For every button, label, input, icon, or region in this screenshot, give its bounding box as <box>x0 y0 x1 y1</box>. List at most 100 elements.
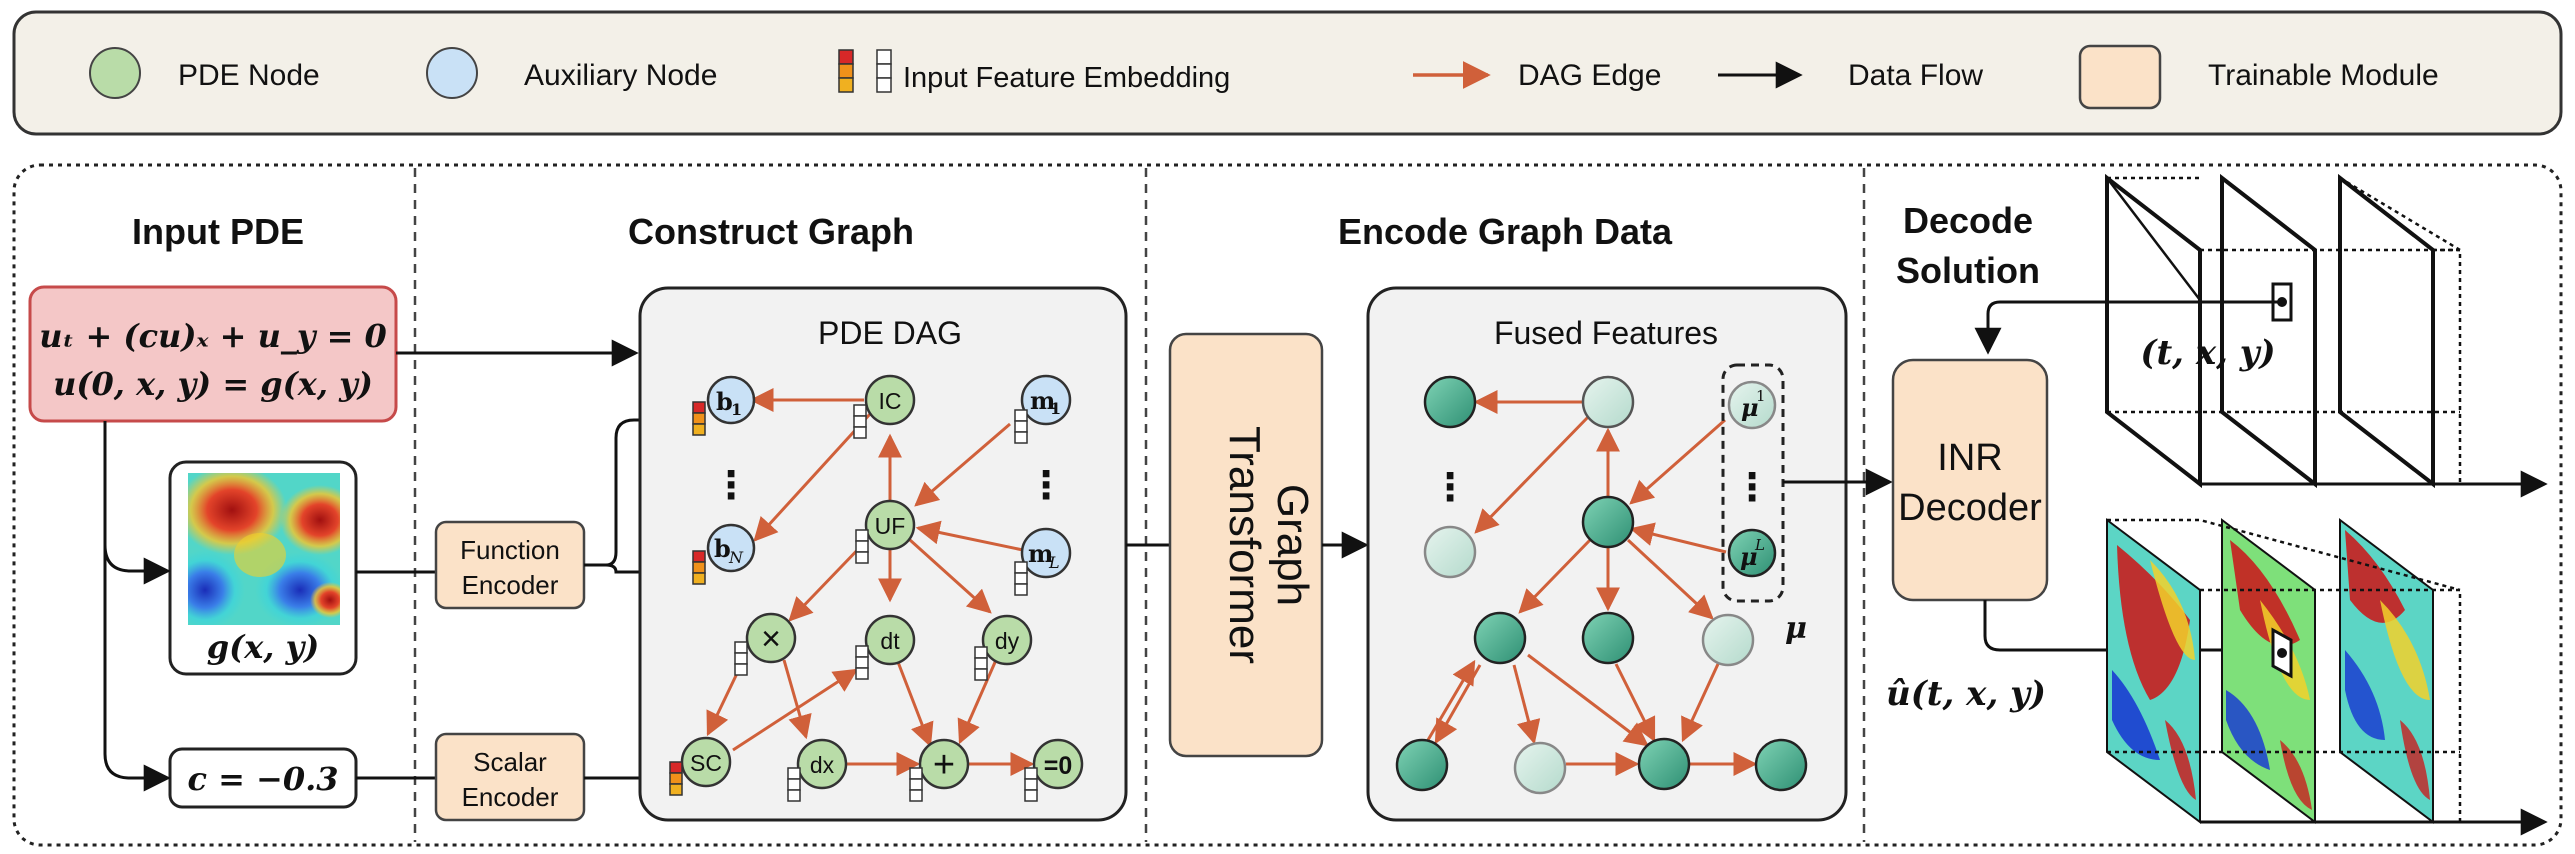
pde-equation-1: uₜ + (cu)ₓ + u_y = 0 <box>39 317 387 355</box>
dag-node-mL-sub: L <box>1048 553 1060 572</box>
fused-node-8 <box>1395 738 1449 792</box>
dag-node-times <box>745 612 797 664</box>
dag-node-plus <box>918 738 970 790</box>
dag-node-uf-label: UF <box>875 513 906 539</box>
dag-node-dy-label: dy <box>995 628 1020 654</box>
fused-nodes <box>1395 375 1808 795</box>
dag-node-m1-label: m <box>1030 386 1055 415</box>
legend-pde-node-icon <box>89 47 141 99</box>
scalar-encoder-label-1: Scalar <box>473 747 547 777</box>
legend: PDE Node Auxiliary Node Input Feature Em… <box>12 10 2563 136</box>
legend-aux-node-label: Auxiliary Node <box>524 59 717 92</box>
dag-node-eq0 <box>1032 738 1084 790</box>
fused-node-1 <box>1423 375 1477 429</box>
fused-vdots-mu: ⋮ <box>1733 467 1771 509</box>
uhat-label: û(t, x, y) <box>1886 674 2046 714</box>
fused-node-mu1 <box>1727 380 1777 430</box>
pde-dag-nodes: b 1 b N ⋮ IC m 1 m L ⋮ UF × dt dy SC dx … <box>680 374 1084 790</box>
dag-node-b1-sub: 1 <box>731 400 742 419</box>
legend-dag-edge-label: DAG Edge <box>1518 59 1661 92</box>
legend-pde-node-label: PDE Node <box>178 59 320 92</box>
decode-heatmap-planes <box>2106 517 2462 825</box>
dag-feature-embeddings <box>669 401 1038 802</box>
fused-node-4 <box>1581 495 1635 549</box>
fused-node-10 <box>1637 737 1691 791</box>
dag-node-times-label: × <box>761 620 781 658</box>
heatmap-plane-3 <box>2339 517 2434 825</box>
scalar-encoder-label-2: Encoder <box>462 782 559 812</box>
dag-b-vdots: ⋮ <box>712 465 750 507</box>
embed-b1-colored <box>692 401 706 436</box>
fused-muL-sup: L <box>1754 536 1765 554</box>
fused-node-11 <box>1754 738 1808 792</box>
dag-node-ic-label: IC <box>879 388 902 414</box>
embed-bN-colored <box>692 550 706 585</box>
title-decode-line2: Solution <box>1896 250 2040 291</box>
query-to-decoder-arrow <box>1974 300 2282 355</box>
input-flow-arrows <box>103 339 639 792</box>
inr-decoder-label-2: Decoder <box>1898 487 2042 529</box>
inr-decoder-label-1: INR <box>1937 437 2002 479</box>
legend-feature-embedding-label: Input Feature Embedding <box>903 62 1230 94</box>
fused-edges <box>1426 390 1758 776</box>
dag-node-bN-sub: N <box>728 548 744 567</box>
dag-node-sc-label: SC <box>690 750 722 776</box>
function-encoder-label-1: Function <box>460 535 560 565</box>
g-function-label: g(x, y) <box>207 628 320 666</box>
legend-data-flow-label: Data Flow <box>1848 59 1983 92</box>
fused-mu1-label: μ <box>1741 393 1759 422</box>
pde-dag-title: PDE DAG <box>818 315 962 351</box>
query-point-bottom <box>2271 627 2293 679</box>
pde-dag-edges <box>706 388 1035 776</box>
dag-node-m1 <box>1020 374 1072 426</box>
fused-vdots-left: ⋮ <box>1431 467 1469 509</box>
fused-muL-label: μ <box>1740 542 1758 571</box>
legend-trainable-icon <box>2078 44 2162 110</box>
title-construct-graph: Construct Graph <box>628 211 914 252</box>
embed-sc-colored <box>669 761 683 796</box>
dag-node-b1 <box>706 375 756 425</box>
dag-node-dy <box>981 614 1033 666</box>
legend-box <box>12 10 2563 136</box>
dag-node-uf <box>864 499 916 551</box>
legend-feature-embedding-icon <box>838 49 892 93</box>
coords-label: (t, x, y) <box>2140 333 2275 373</box>
dag-node-dt <box>864 614 916 666</box>
fused-node-2 <box>1581 375 1635 429</box>
graph-transformer-label-1: Graph <box>1268 484 1317 606</box>
dag-node-bN <box>706 523 756 573</box>
legend-trainable-label: Trainable Module <box>2208 59 2439 92</box>
fused-mu1-sup: 1 <box>1756 387 1766 405</box>
dag-node-dt-label: dt <box>880 628 900 654</box>
c-scalar-label: c = −0.3 <box>187 760 338 798</box>
dag-node-eq0-label: =0 <box>1044 752 1073 780</box>
dag-node-bN-label: b <box>714 534 731 563</box>
fused-node-3 <box>1423 525 1477 579</box>
fused-node-5 <box>1473 611 1527 665</box>
fused-node-6 <box>1581 611 1635 665</box>
heatmap-plane-1 <box>2106 517 2201 825</box>
fused-node-7 <box>1701 613 1755 667</box>
legend-aux-node-icon <box>426 47 478 99</box>
dag-node-mL-label: m <box>1028 539 1053 568</box>
dag-node-dx <box>796 738 848 790</box>
function-encoder-label-2: Encoder <box>462 570 559 600</box>
g-function-heatmap <box>188 473 340 625</box>
dag-m-vdots: ⋮ <box>1027 465 1065 507</box>
title-encode-graph: Encode Graph Data <box>1338 211 1673 252</box>
mu-group-label: μ <box>1785 611 1807 646</box>
dag-node-dx-label: dx <box>810 752 835 778</box>
title-decode-line1: Decode <box>1903 200 2033 241</box>
dag-node-mL <box>1020 527 1072 579</box>
decoder-output-arrow <box>1983 600 2285 664</box>
dag-node-plus-label: + <box>933 744 955 786</box>
dag-node-ic <box>864 374 916 426</box>
dag-node-m1-sub: 1 <box>1050 399 1061 418</box>
inr-decoder-module <box>1891 358 2049 602</box>
decode-3d-frames-top <box>2105 173 2462 489</box>
graph-transformer-label-2: Transformer <box>1220 426 1269 664</box>
title-input-pde: Input PDE <box>132 211 304 252</box>
dag-node-b1-label: b <box>716 387 733 416</box>
fused-node-9 <box>1513 741 1567 795</box>
